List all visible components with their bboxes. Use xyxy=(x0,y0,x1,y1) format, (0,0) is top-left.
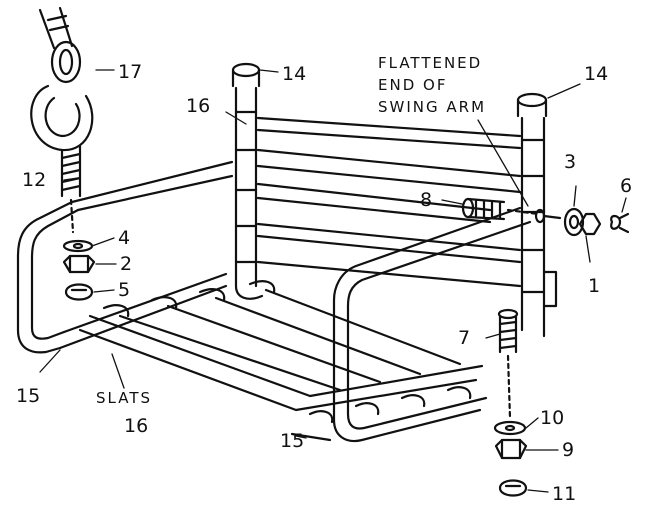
note-flattened-line1: FLATTENED xyxy=(378,54,482,72)
back-rest xyxy=(256,116,522,288)
callout-4: 4 xyxy=(118,227,130,249)
bottom-hardware xyxy=(493,308,528,497)
note-flattened-line3: SWING ARM xyxy=(378,98,486,116)
callout-10: 10 xyxy=(540,407,564,429)
left-post xyxy=(231,62,264,300)
note-flattened-line2: END OF xyxy=(378,76,447,94)
callout-15-bottom: 15 xyxy=(280,430,304,452)
callout-14-left: 14 xyxy=(282,63,306,85)
callout-16-slats: 16 xyxy=(124,415,148,437)
seat-frame xyxy=(16,160,532,443)
callout-9: 9 xyxy=(562,439,574,461)
callout-5: 5 xyxy=(118,279,130,301)
chain xyxy=(38,6,82,84)
note-slats: SLATS xyxy=(96,389,152,407)
callout-12: 12 xyxy=(22,169,46,191)
notes: FLATTENED END OF SWING ARM SLATS xyxy=(96,54,486,407)
callout-11: 11 xyxy=(552,483,576,505)
leader-lines xyxy=(39,69,627,493)
callout-8: 8 xyxy=(420,189,432,211)
seat-slats xyxy=(78,280,484,424)
eye-bolt xyxy=(30,84,94,234)
callout-16-top: 16 xyxy=(186,95,210,117)
callout-7: 7 xyxy=(458,327,470,349)
callout-17: 17 xyxy=(118,61,142,83)
callout-14-right: 14 xyxy=(584,63,608,85)
right-post xyxy=(516,92,558,338)
right-side-hardware xyxy=(461,197,630,237)
callout-2: 2 xyxy=(120,253,132,275)
callouts: 17 12 4 2 5 15 14 16 14 3 6 8 1 7 16 15 … xyxy=(16,61,632,505)
callout-1: 1 xyxy=(588,275,600,297)
callout-15-left: 15 xyxy=(16,385,40,407)
left-hardware-stack xyxy=(62,239,96,301)
callout-6: 6 xyxy=(620,175,632,197)
callout-3: 3 xyxy=(564,151,576,173)
